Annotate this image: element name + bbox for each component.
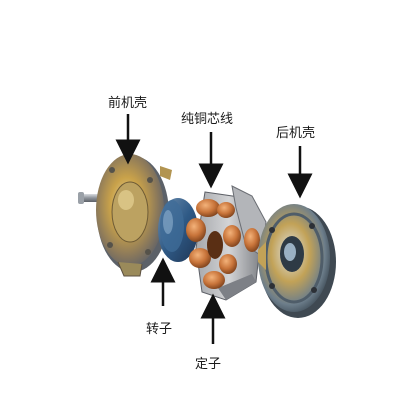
label-copper-winding: 纯铜芯线: [181, 112, 234, 127]
label-stator: 定子: [195, 357, 222, 372]
front-housing-part: [96, 154, 172, 277]
copper-winding-part: [186, 199, 260, 289]
label-rear-housing: 后机壳: [276, 126, 316, 141]
rear-housing-part: [258, 204, 336, 318]
label-rotor: 转子: [146, 322, 173, 337]
label-front-housing: 前机壳: [108, 96, 148, 111]
rotor-part: [158, 198, 198, 262]
